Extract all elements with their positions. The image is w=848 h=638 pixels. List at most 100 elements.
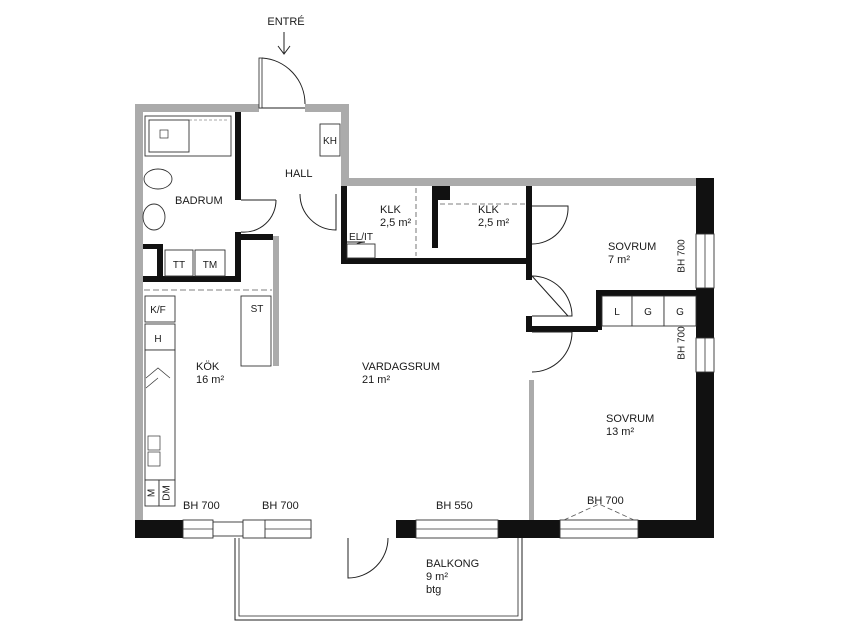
window-labels: BH 700 BH 700 BH 550 BH 700 BH 700 BH 70…: [183, 239, 688, 512]
washbasin: [142, 203, 166, 231]
living-window-left-label: BH 700: [262, 500, 299, 512]
wall-cabinet: [144, 323, 176, 351]
dishwasher: [158, 479, 176, 507]
wall-bottom-1: [135, 520, 183, 538]
wall-top-left: [135, 104, 259, 112]
bedroom-large-side-window-label: BH 700: [677, 326, 688, 360]
living-room-area: 21 m²: [362, 374, 390, 386]
wall-bottom-5: [638, 520, 714, 538]
entrance-label: ENTRÉ: [267, 15, 304, 28]
entrance-arrowhead-icon: [277, 45, 291, 55]
bedroom-large-window-label: BH 700: [587, 495, 624, 507]
electrical-cabinet: [346, 243, 376, 259]
wall-laundry-top: [143, 244, 163, 249]
wall-bedroom-left-mid: [526, 316, 532, 332]
hall-name: HALL: [285, 168, 313, 180]
wall-laundry-left: [157, 244, 163, 278]
dishwasher-label: DM: [162, 485, 173, 501]
stove-icon: [145, 367, 171, 389]
interior-walls: [135, 104, 711, 530]
tumble-dryer: [164, 249, 194, 277]
balcony-inner-outline: [238, 538, 519, 617]
wall-bedroom-split: [526, 326, 598, 332]
balcony-area: 9 m²: [426, 571, 448, 583]
wall-storage: [273, 236, 279, 366]
wall-closets-bottom: [341, 258, 532, 264]
drain-icon: [159, 129, 169, 139]
wall-wardrobe-left: [596, 290, 602, 330]
wall-top-right: [305, 104, 349, 112]
wardrobe-g1-label: G: [644, 307, 652, 318]
closet-1-name: KLK: [380, 204, 401, 216]
wall-hall-stub: [241, 234, 273, 240]
sink-icon: [147, 435, 161, 451]
wall-cabinet-label: H: [154, 334, 161, 345]
coat-hanger: [319, 123, 341, 157]
bedroom-small-side-window-label: BH 700: [677, 239, 688, 273]
living-window-right-label: BH 550: [436, 500, 473, 512]
microwave-label: M: [147, 489, 158, 497]
balcony-door-swing: [347, 537, 389, 579]
balcony: [234, 538, 523, 621]
living-room-name: VARDAGSRUM: [362, 361, 440, 373]
hall-fixtures: KH EL/IT ST: [144, 123, 376, 367]
coat-hanger-label: KH: [323, 136, 337, 147]
closet-1-area: 2,5 m²: [380, 217, 412, 229]
kitchen-area: 16 m²: [196, 374, 224, 386]
bedroom-small-door-upper: [531, 205, 569, 245]
wall-bottom-4: [498, 520, 560, 538]
wardrobe-g2: [663, 295, 697, 327]
wardrobe-l: [601, 295, 633, 327]
wall-bath-right-lower: [235, 232, 241, 282]
wardrobe-l-label: L: [614, 307, 620, 318]
bedroom-large-door: [531, 331, 573, 373]
shower-tray: [148, 119, 190, 153]
bedroom-large-name: SOVRUM: [606, 413, 654, 425]
sink-icon-2: [147, 451, 161, 467]
laundry-fixtures: TT TM: [164, 249, 226, 277]
wall-hall-right: [341, 104, 349, 186]
bathroom-name: BADRUM: [175, 195, 223, 207]
wall-bath-right-upper: [235, 112, 241, 200]
fridge-freezer: [144, 295, 176, 323]
wall-wardrobe-top: [596, 290, 696, 296]
wall-klk2-corner: [438, 186, 450, 200]
electrical-it-label: EL/IT: [349, 232, 373, 243]
closet-2-area: 2,5 m²: [478, 217, 510, 229]
washing-machine: [194, 249, 226, 277]
entrance-door-swing: [261, 57, 306, 105]
balcony-name: BALKONG: [426, 558, 479, 570]
balcony-note: btg: [426, 584, 441, 596]
bedroom-small-name: SOVRUM: [608, 241, 656, 253]
storage-label: ST: [251, 304, 264, 315]
entrance-marker: ENTRÉ: [267, 15, 305, 55]
wall-klk-divider: [432, 186, 438, 248]
wall-bedroom-left-top: [526, 186, 532, 280]
wall-klk1-left: [341, 186, 347, 262]
wardrobe-g2-label: G: [676, 307, 684, 318]
entrance-door: [258, 57, 263, 109]
bathroom-door-swing: [240, 199, 277, 233]
bedroom-small-door-lower: [531, 275, 573, 317]
bedroom-small-area: 7 m²: [608, 254, 630, 266]
wall-bottom-3: [396, 520, 416, 538]
kitchen-window-label: BH 700: [183, 500, 220, 512]
room-labels: BADRUM HALL KLK 2,5 m² KLK 2,5 m² KÖK 16…: [175, 168, 656, 596]
kitchen-fixtures: K/F H M DM: [144, 295, 176, 507]
bedroom-large-area: 13 m²: [606, 426, 634, 438]
vent-panel: [212, 521, 244, 537]
windows: [182, 233, 715, 539]
kitchen-name: KÖK: [196, 361, 220, 373]
tumble-dryer-label: TT: [173, 260, 185, 271]
wall-left-outer: [135, 104, 143, 530]
wall-bath-bottom: [143, 276, 241, 282]
wardrobes: L G G: [601, 295, 697, 327]
hall-door-swing: [299, 193, 337, 231]
doors: [240, 57, 573, 579]
bathroom-fixtures: [142, 115, 232, 231]
toilet: [143, 168, 173, 190]
closet-2-name: KLK: [478, 204, 499, 216]
wall-top-long: [341, 178, 711, 186]
wardrobe-g1: [631, 295, 665, 327]
